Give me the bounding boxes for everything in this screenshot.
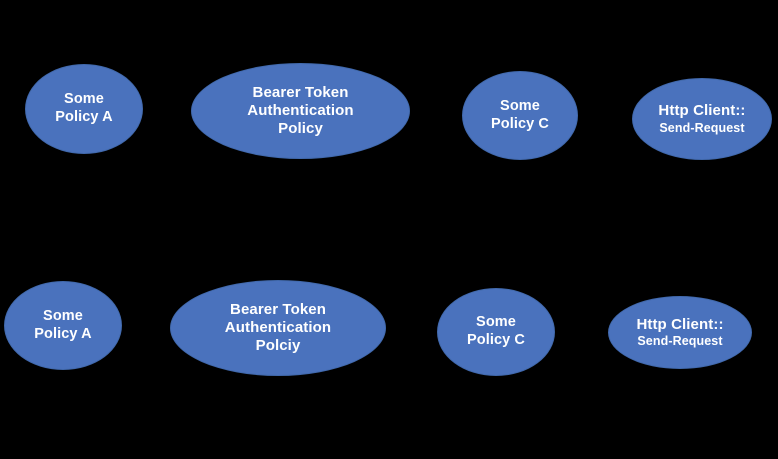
node-label-line: Http Client::	[636, 315, 724, 333]
ellipse-node-http-client-send-request[interactable]: Http Client::Send-Request	[608, 296, 752, 369]
node-label-line: Polciy	[255, 337, 301, 355]
node-label-line: Policy C	[466, 332, 525, 348]
node-label-line: Authentication	[247, 101, 354, 119]
node-label-line: Bearer Token	[252, 83, 349, 101]
node-label-line: Some	[43, 307, 83, 324]
node-label: Http Client::Send-Request	[615, 316, 746, 350]
node-label-line: Policy C	[490, 115, 549, 132]
node-label-line: Send-Request	[637, 334, 723, 349]
node-label-line: Authentication	[224, 318, 332, 336]
node-label-line: Some	[64, 91, 104, 108]
node-label-line: Policy A	[55, 109, 113, 125]
node-label: Http Client::Send-Request	[639, 102, 766, 136]
node-label-line: Policy	[278, 120, 323, 138]
node-label-line: Http Client::	[658, 102, 746, 120]
ellipse-node-http-client-send-request[interactable]: Http Client::Send-Request	[632, 78, 772, 160]
node-label-line: Policy A	[34, 325, 92, 342]
node-label-line: Send-Request	[659, 120, 745, 135]
node-label-line: Bearer Token	[230, 300, 326, 318]
node-label-line: Some	[500, 97, 540, 114]
node-label-line: Some	[476, 314, 516, 331]
